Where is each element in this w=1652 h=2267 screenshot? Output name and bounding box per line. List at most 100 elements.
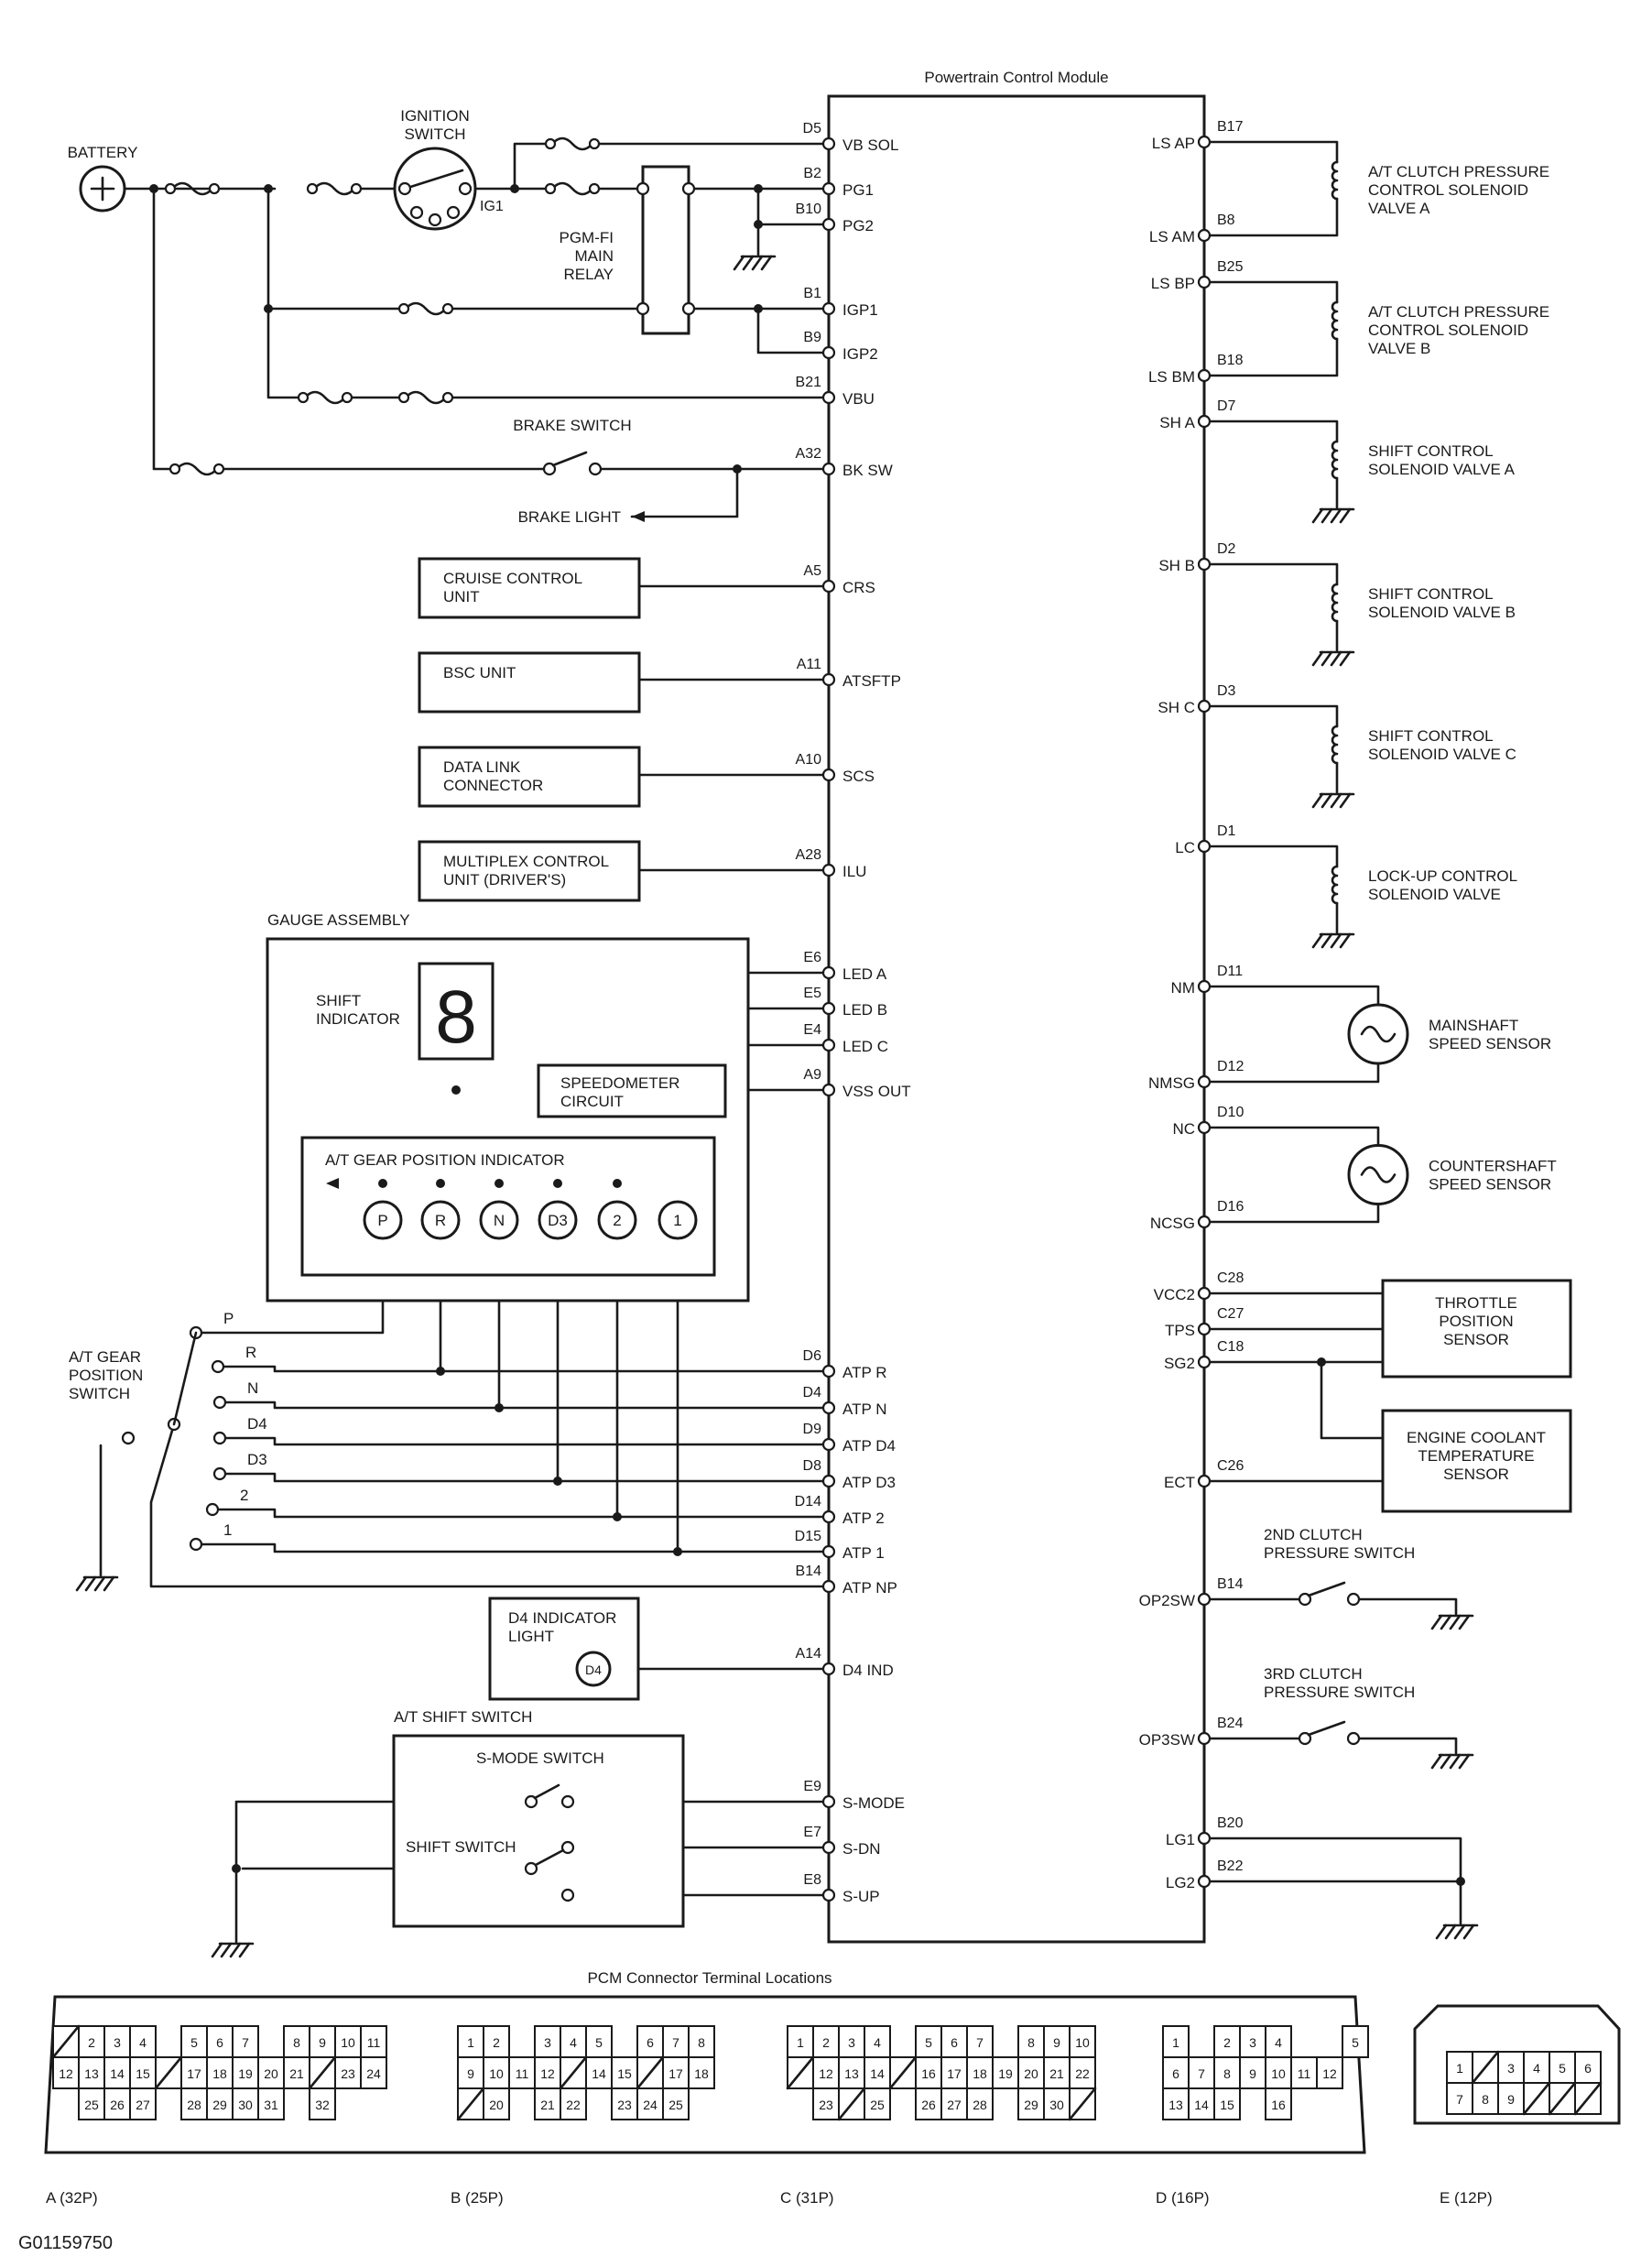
connector-label: E (12P) xyxy=(1440,2189,1493,2207)
terminal-number: 15 xyxy=(617,2066,632,2081)
terminal xyxy=(1197,557,1212,572)
fuse-terminal xyxy=(208,182,221,195)
terminal-number: 9 xyxy=(319,2035,326,2050)
lamp-letter: D3 xyxy=(548,1212,568,1229)
symbol-layer xyxy=(44,94,1621,2154)
pin-label: SH A xyxy=(1159,414,1195,431)
fuse-icon xyxy=(303,390,347,405)
ground-hatch xyxy=(84,1575,97,1592)
terminal-cell xyxy=(636,2087,664,2120)
solenoid-coil-icon xyxy=(1331,865,1339,905)
pin-number: C28 xyxy=(1217,1270,1244,1286)
pin-label: LS BM xyxy=(1148,368,1195,386)
ground-hatch xyxy=(1321,507,1333,524)
solenoid-a-label: A/T CLUTCH PRESSURE xyxy=(1368,163,1549,180)
terminal-cell xyxy=(1069,2056,1096,2089)
lamp-letter: N xyxy=(494,1212,505,1229)
terminal xyxy=(821,1437,836,1452)
pin-label: VBU xyxy=(842,390,875,408)
ect-label: ENGINE COOLANT xyxy=(1407,1429,1546,1446)
d4-lamp-symbol: D4 xyxy=(585,1662,602,1677)
pin-label: LG1 xyxy=(1166,1831,1195,1848)
terminal xyxy=(212,1431,227,1445)
ground-hatch xyxy=(1339,932,1352,949)
fuse-terminal xyxy=(341,391,353,404)
switch-terminal xyxy=(524,1794,538,1809)
shift-indicator-label: INDICATOR xyxy=(316,1010,400,1028)
terminal-number: 20 xyxy=(264,2066,278,2081)
terminal-number: 9 xyxy=(1053,2035,1060,2050)
ground-hatch xyxy=(1339,650,1352,667)
terminal-number: 11 xyxy=(1298,2066,1311,2081)
unit-box-mux xyxy=(418,840,641,902)
terminal-cell xyxy=(309,2087,336,2120)
pin-label: D4 IND xyxy=(842,1662,894,1679)
pin-number: D12 xyxy=(1217,1059,1244,1074)
ground-hatch xyxy=(1430,1753,1443,1770)
speedometer-label: SPEEDOMETER xyxy=(560,1074,679,1092)
terminal-number: 30 xyxy=(1049,2098,1064,2112)
terminal-number: 32 xyxy=(315,2098,330,2112)
ignition-switch-label: SWITCH xyxy=(404,125,465,143)
junction-dot xyxy=(553,1179,562,1188)
s-mode-switch-label: S-MODE SWITCH xyxy=(476,1749,604,1767)
terminal-number: 26 xyxy=(110,2098,125,2112)
terminal-cell xyxy=(1446,2051,1473,2084)
terminal-number: 9 xyxy=(1507,2092,1515,2107)
switch-terminal xyxy=(542,462,557,476)
terminal xyxy=(1197,1874,1212,1889)
shift-b-label: SHIFT CONTROL xyxy=(1368,585,1494,603)
ground-hatch xyxy=(103,1575,115,1592)
terminal-number: 27 xyxy=(947,2098,962,2112)
terminal-number: 3 xyxy=(544,2035,551,2050)
pin-label: NMSG xyxy=(1148,1074,1195,1092)
ground-hatch xyxy=(1458,1753,1471,1770)
terminal xyxy=(1197,1322,1212,1336)
unit-box-dlc xyxy=(418,746,641,808)
terminal xyxy=(212,1395,227,1410)
solenoid-coil-icon xyxy=(1331,725,1339,765)
ground-hatch xyxy=(1311,792,1324,809)
fuse-terminal xyxy=(306,182,319,195)
terminal-number: 22 xyxy=(1075,2066,1090,2081)
pin-number: C27 xyxy=(1217,1306,1244,1322)
unused-terminal xyxy=(559,2055,588,2090)
terminal-number: 4 xyxy=(1275,2035,1282,2050)
junction-dot xyxy=(436,1367,445,1376)
d4-lamp-icon xyxy=(575,1651,612,1687)
wire xyxy=(1202,197,1339,237)
terminal-cell xyxy=(787,2025,814,2058)
pin-label: CRS xyxy=(842,579,875,596)
terminal-cell xyxy=(180,2025,208,2058)
terminal-cell xyxy=(52,2056,80,2089)
terminal-number: 6 xyxy=(647,2035,654,2050)
pin-number: A5 xyxy=(803,563,821,579)
terminal-number: 25 xyxy=(870,2098,885,2112)
pin-number: B2 xyxy=(803,166,821,181)
terminal-cell xyxy=(662,2087,690,2120)
terminal xyxy=(397,181,412,196)
terminal-number: 17 xyxy=(187,2066,201,2081)
pcm-title: Powertrain Control Module xyxy=(924,69,1108,86)
solenoid-a-label: CONTROL SOLENOID xyxy=(1368,181,1528,199)
shift-indicator-display xyxy=(418,962,495,1061)
terminal-cell xyxy=(1162,2087,1190,2120)
ground-hatch xyxy=(1435,1924,1448,1940)
gear-position-label: R xyxy=(245,1344,256,1361)
fuse-terminal xyxy=(441,391,454,404)
terminal-number: 6 xyxy=(1172,2066,1179,2081)
terminal-cell xyxy=(838,2025,865,2058)
fuse-icon xyxy=(404,390,448,405)
terminal-cell xyxy=(940,2025,968,2058)
terminal-number: 3 xyxy=(1249,2035,1256,2050)
fuse-terminal xyxy=(588,137,601,150)
fuse-terminal xyxy=(544,137,557,150)
terminal-number: 9 xyxy=(467,2066,474,2081)
wire xyxy=(200,1542,831,1553)
indicator-lamp-icon xyxy=(658,1200,698,1240)
lamp-letter: R xyxy=(435,1212,446,1229)
unused-terminal xyxy=(1522,2081,1551,2116)
terminal-number: 8 xyxy=(698,2035,705,2050)
fuse-icon xyxy=(175,462,219,476)
pin-number: E7 xyxy=(803,1825,821,1840)
